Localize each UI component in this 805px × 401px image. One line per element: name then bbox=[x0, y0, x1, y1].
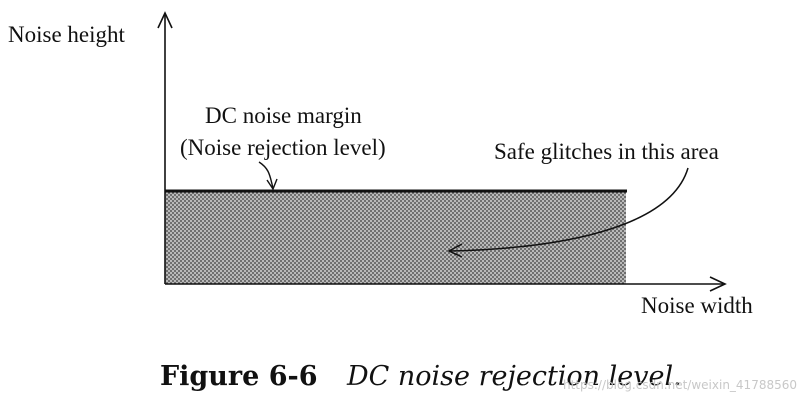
figure-number: Figure 6-6 bbox=[160, 361, 318, 392]
safe-glitches-pointer-arrowhead bbox=[447, 243, 463, 258]
safe-glitches-pointer bbox=[449, 167, 689, 252]
x-axis-label: Noise width bbox=[641, 293, 753, 318]
noise-margin-pointer bbox=[258, 161, 274, 189]
y-axis-label: Noise height bbox=[8, 22, 126, 47]
figure-title: DC noise rejection level. bbox=[346, 361, 682, 392]
safe-glitches-label: Safe glitches in this area bbox=[494, 139, 719, 164]
y-axis-arrowhead bbox=[157, 11, 173, 29]
safe-region bbox=[165, 191, 626, 284]
noise-rejection-label: (Noise rejection level) bbox=[180, 135, 386, 160]
x-axis-arrowhead bbox=[709, 276, 727, 292]
watermark: https://blog.csdn.net/weixin_41788560 bbox=[563, 378, 797, 392]
noise-margin-label: DC noise margin bbox=[205, 103, 362, 128]
noise-margin-pointer-arrowhead bbox=[266, 178, 278, 191]
